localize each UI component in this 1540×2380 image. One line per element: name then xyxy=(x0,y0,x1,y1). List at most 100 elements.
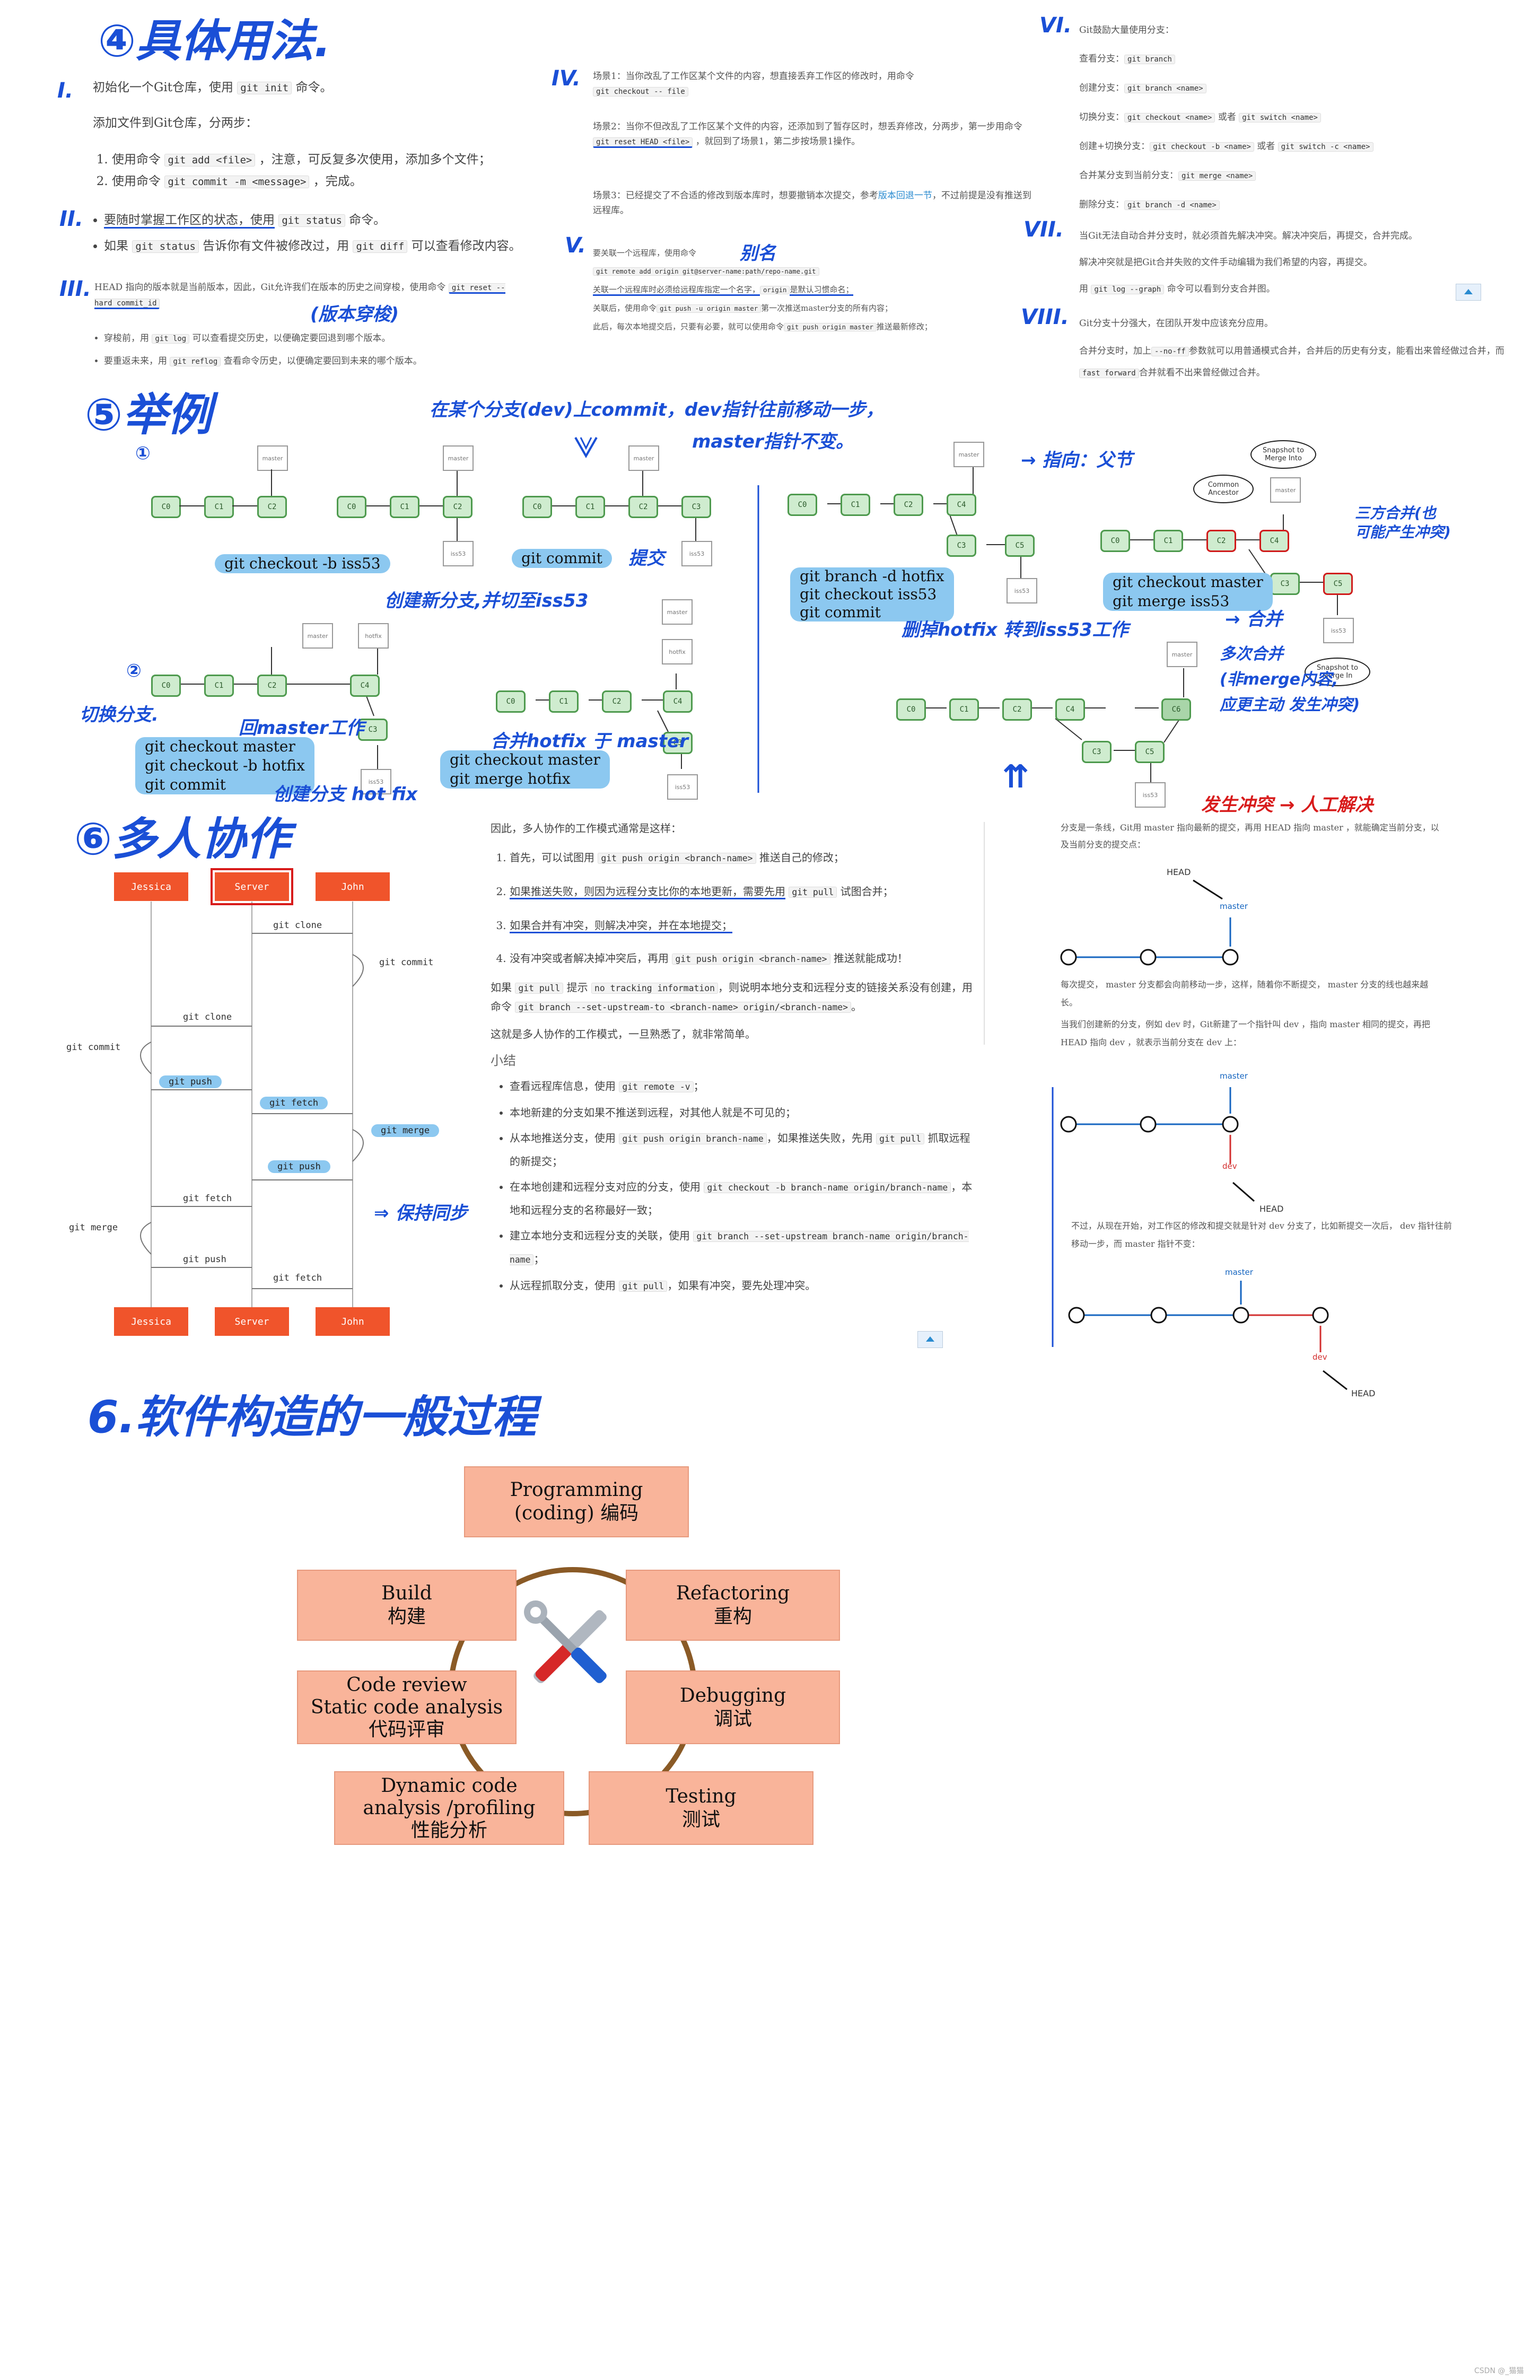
pill-checkout-master-d: git checkout master xyxy=(1113,573,1263,591)
workflow-block: 因此，多人协作的工作模式通常是这样： 首先，可以试图用 git push ori… xyxy=(491,819,978,1301)
section5-title: ⑤举例 xyxy=(85,389,212,441)
ptr-head-1: HEAD xyxy=(1167,867,1191,877)
note-keep-sync: ⇒ 保持同步 xyxy=(374,1203,468,1224)
workflow-steps: 首先，可以试图用 git push origin <branch-name> 推… xyxy=(491,843,978,974)
pill-group-d: git checkout master git merge iss53 xyxy=(1103,573,1273,611)
pull-hint: 如果 git pull 提示 no tracking information，则… xyxy=(491,981,973,1013)
msg-john-clone: git clone xyxy=(273,920,322,931)
g3-master: master xyxy=(628,445,659,471)
head-para: HEAD 指向的版本就是当前版本，因此，Git允许我们在版本的历史之间穿梭，使用… xyxy=(94,280,508,311)
marker-1: ① xyxy=(135,443,151,464)
g4-iss53: iss53 xyxy=(1007,578,1037,603)
msg-jessica-merge: git merge xyxy=(69,1222,118,1233)
section6-title: ⑥多人协作 xyxy=(74,813,291,865)
pointer-explain-3: 当我们创建新的分支，例如 dev 时，Git新建了一个指针叫 dev ，指向 m… xyxy=(1061,1019,1430,1047)
log-item: 穿梭前，用 git log 可以查看提交历史，以便确定要回退到哪个版本。 xyxy=(104,331,549,346)
g2-c2: C2 xyxy=(443,496,472,518)
pill-group-e: git checkout master git checkout -b hotf… xyxy=(135,737,314,794)
pill-checkout-master-f: git checkout master xyxy=(450,751,600,768)
g7-c2: C2 xyxy=(602,690,632,713)
status-list: 要随时掌握工作区的状态，使用 git status 命令。 如果 git sta… xyxy=(85,208,581,259)
log-list: 穿梭前，用 git log 可以查看提交历史，以便确定要回退到哪个版本。 要重返… xyxy=(85,328,549,372)
g7-c1: C1 xyxy=(549,690,579,713)
msg-john-merge: git merge xyxy=(371,1124,440,1137)
g5-c1: C1 xyxy=(1153,530,1183,552)
conflict-1: 当Git无法自动合并分支时，就必须首先解决冲突。解决冲突后，再提交，合并完成。 xyxy=(1079,231,1418,241)
row-create: 创建分支：git branch <name> xyxy=(1079,74,1514,103)
sum-2: 本地新建的分支如果不推送到远程，对其他人就是不可见的； xyxy=(510,1101,978,1124)
diff-item: 如果 git status 告诉你有文件被修改过，用 git diff 可以查看… xyxy=(104,237,581,256)
row-delete: 删除分支：git branch -d <name> xyxy=(1079,190,1514,220)
actor-server-bottom: Server xyxy=(215,1307,289,1336)
msg-jessica-clone: git clone xyxy=(183,1012,232,1022)
note-merge-hotfix: 合并hotfix 于 master xyxy=(491,731,688,752)
g4-c1: C1 xyxy=(841,494,870,516)
version-link[interactable]: 版本回退一节 xyxy=(878,190,932,201)
back-to-top-1[interactable] xyxy=(1456,284,1481,301)
g7-c0: C0 xyxy=(496,690,526,713)
g5-c3: C3 xyxy=(1270,573,1300,595)
g5-c0: C0 xyxy=(1100,530,1130,552)
g8-c2: C2 xyxy=(1002,698,1032,721)
g1-c1: C1 xyxy=(204,496,234,518)
g5-c4: C4 xyxy=(1259,530,1289,552)
actor-john-top: John xyxy=(316,872,390,901)
row-switch: 切换分支：git checkout <name> 或者 git switch <… xyxy=(1079,103,1514,132)
note-delete-hotfix: 删掉hotfix 转到iss53工作 xyxy=(902,619,1128,641)
msg-john-fetch: git fetch xyxy=(260,1097,328,1109)
row-view: 查看分支：git branch xyxy=(1079,45,1514,74)
g6-c4: C4 xyxy=(350,675,380,697)
g7-c4: C4 xyxy=(663,690,693,713)
g5-c2: C2 xyxy=(1206,530,1236,552)
down-arrow-icon xyxy=(574,437,598,459)
branch-title: Git鼓励大量使用分支： xyxy=(1079,25,1174,36)
g2-master: master xyxy=(443,445,474,471)
g3-c2: C2 xyxy=(628,496,658,518)
g2-iss53: iss53 xyxy=(443,541,474,566)
g8-c4: C4 xyxy=(1055,698,1085,721)
msg-jessica-fetch: git fetch xyxy=(183,1193,232,1204)
marker-2: ② xyxy=(126,660,142,681)
g7-hotfix: hotfix xyxy=(662,639,693,664)
wf-3: 如果合并有冲突，则解决冲突，并在本地提交； xyxy=(510,911,978,940)
g1-c0: C0 xyxy=(151,496,181,518)
g6-master: master xyxy=(302,623,333,649)
roman-1: I. xyxy=(57,78,74,103)
sum-5: 建立本地分支和远程分支的关联，使用 git branch --set-upstr… xyxy=(510,1224,978,1271)
note-merge: → 合并 xyxy=(1225,609,1283,630)
roman-4: IV. xyxy=(552,66,581,91)
g3-iss53: iss53 xyxy=(681,541,712,566)
g4-master: master xyxy=(953,442,984,467)
ptr-master-2: master xyxy=(1220,1071,1248,1081)
actor-jessica-top: Jessica xyxy=(114,872,188,901)
roman-3: III. xyxy=(59,277,91,301)
pill-group-f: git checkout master git merge hotfix xyxy=(440,750,610,789)
g7-c3: C3 xyxy=(663,732,693,754)
back-to-top-2[interactable] xyxy=(917,1331,943,1348)
g6-c3: C3 xyxy=(358,719,388,741)
g3-c0: C0 xyxy=(522,496,552,518)
snap-merge-in: Snapshot to Merge In xyxy=(1305,658,1370,686)
g6-hotfix: hotfix xyxy=(358,623,389,649)
tools-icon xyxy=(524,1600,607,1683)
ptr-head-2: HEAD xyxy=(1259,1204,1284,1214)
g6-c1: C1 xyxy=(204,675,234,697)
g4-c4: C4 xyxy=(947,494,976,516)
g8-c5: C5 xyxy=(1135,741,1165,763)
g8-c3: C3 xyxy=(1082,741,1112,763)
roman-6: VI. xyxy=(1039,13,1072,38)
g5-master: master xyxy=(1270,477,1301,503)
g3-c1: C1 xyxy=(575,496,605,518)
g5-c5: C5 xyxy=(1323,573,1353,595)
g7-iss53: iss53 xyxy=(667,774,698,800)
conflict-block: 当Git无法自动合并分支时，就必须首先解决冲突。解决冲突后，再提交，合并完成。 … xyxy=(1079,223,1514,303)
